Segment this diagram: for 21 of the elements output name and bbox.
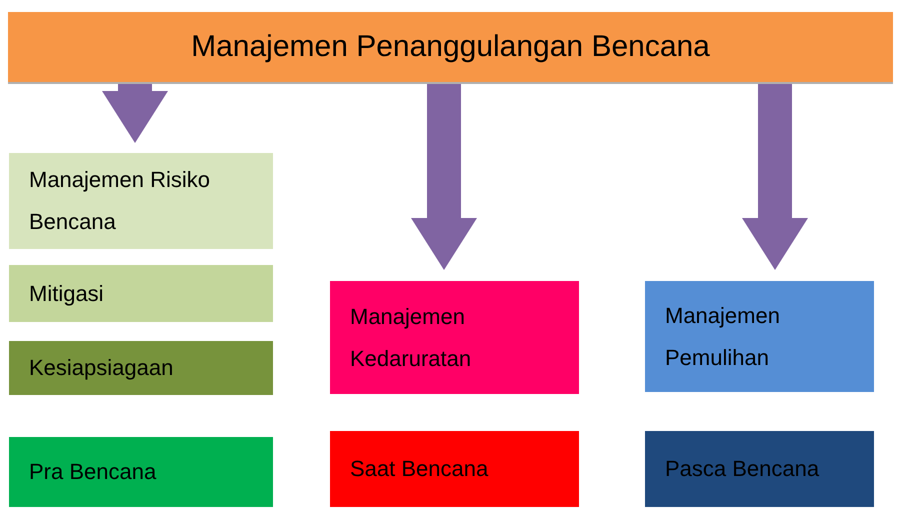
title-bar xyxy=(8,12,893,84)
title-text: Manajemen Penanggulangan Bencana xyxy=(190,29,711,65)
stage-box xyxy=(9,341,273,395)
stage-box xyxy=(645,431,874,507)
stage-box xyxy=(330,431,579,507)
block-arrow xyxy=(742,84,808,270)
block-arrow xyxy=(411,84,477,270)
stage-label: Kesiapsiagaan xyxy=(29,354,174,382)
stage-box xyxy=(9,265,273,322)
stage-label: Manajemen Risiko Bencana xyxy=(29,166,211,236)
stage-label: Pasca Bencana xyxy=(665,455,820,483)
stage-box xyxy=(9,153,273,249)
stage-label: Pra Bencana xyxy=(29,458,158,486)
stage-label: Manajemen Kedaruratan xyxy=(350,302,472,372)
stage-box xyxy=(330,281,579,394)
stage-box xyxy=(9,437,273,507)
stage-label: Mitigasi xyxy=(29,280,105,308)
block-arrow xyxy=(102,84,168,143)
stage-label: Saat Bencana xyxy=(350,455,490,483)
stage-label: Manajemen Pemulihan xyxy=(665,302,781,372)
stage-box xyxy=(645,281,874,392)
